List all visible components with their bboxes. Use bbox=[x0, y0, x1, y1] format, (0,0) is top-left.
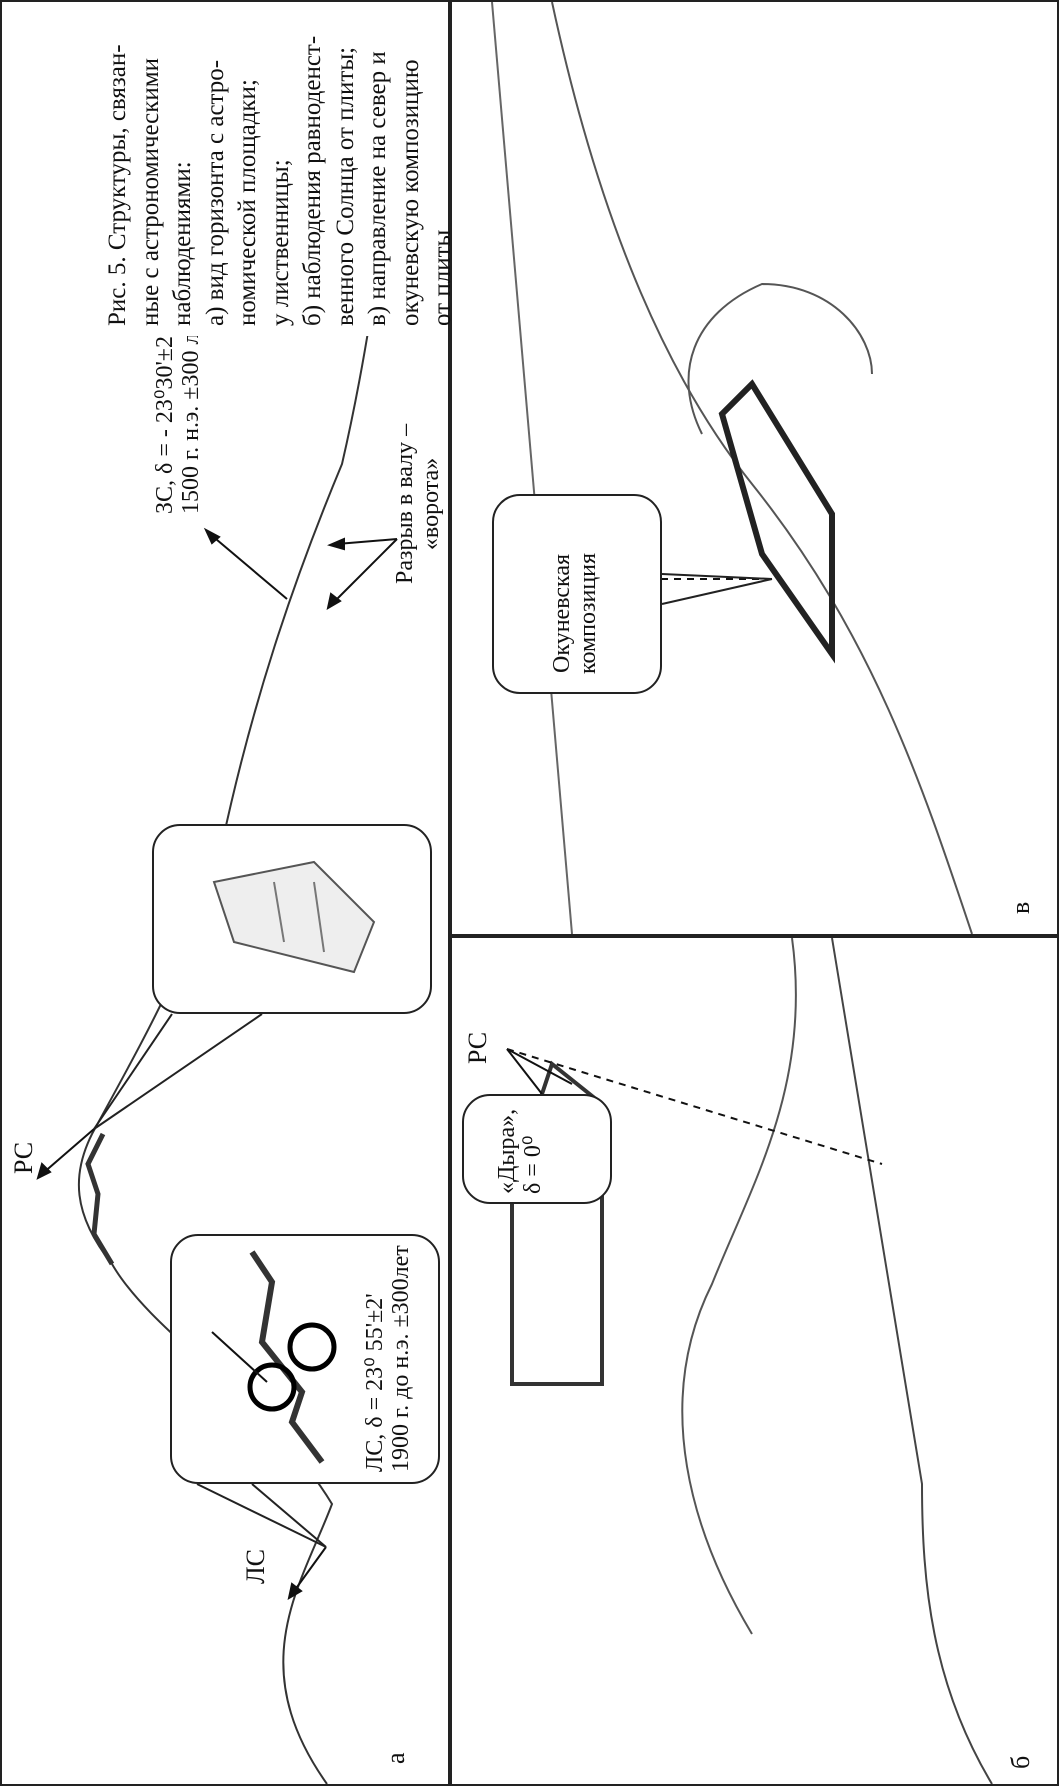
rs-arrow bbox=[42, 1129, 94, 1174]
gap-arrowhead-1 bbox=[328, 594, 340, 608]
rs-detail-drawing bbox=[154, 826, 430, 1012]
zs-arrow bbox=[210, 534, 287, 599]
dyra-label: «Дыра», δ = 0⁰ bbox=[494, 1109, 547, 1194]
figure-caption: Рис. 5. Структуры, связан- ные с астроно… bbox=[102, 36, 460, 326]
panel-b-letter: б bbox=[1007, 1756, 1036, 1769]
rs-callout-pointer-2 bbox=[94, 1014, 262, 1129]
panel-b: б РС «Дыра», δ = 0⁰ bbox=[450, 936, 1059, 1786]
panel-b-drawing bbox=[452, 938, 1057, 1784]
ls-callout-pointer-2 bbox=[197, 1484, 326, 1547]
panel-v-drawing bbox=[452, 2, 1057, 934]
gap-arrow-2 bbox=[337, 539, 397, 544]
rs-detail-callout bbox=[152, 824, 432, 1014]
panel-v: в С Окуневская композиция bbox=[450, 0, 1059, 936]
caption-box: Рис. 5. Структуры, связан- ные с астроно… bbox=[0, 0, 450, 336]
okunev-label: Окуневская композиция bbox=[549, 553, 602, 674]
rs-callout-pointer-1 bbox=[94, 1014, 172, 1129]
gap-arrowhead-2 bbox=[330, 539, 344, 549]
panel-b-rs-label: РС bbox=[464, 1032, 493, 1064]
ls-detail-label: ЛС, δ = 23⁰ 55'±2' 1900 г. до н.э. ±300л… bbox=[362, 1245, 415, 1472]
rs-arrowhead bbox=[38, 1164, 50, 1178]
panel-v-letter: в bbox=[1007, 902, 1036, 914]
gap-label: Разрыв в валу – «ворота» bbox=[392, 424, 445, 584]
ls-detail-callout: ЛС, δ = 23⁰ 55'±2' 1900 г. до н.э. ±300л… bbox=[170, 1234, 440, 1484]
panel-a-letter: а bbox=[382, 1752, 411, 1764]
dyra-callout: «Дыра», δ = 0⁰ bbox=[462, 1094, 612, 1204]
okunev-callout: Окуневская композиция bbox=[492, 494, 662, 694]
rs-label: РС bbox=[10, 1142, 39, 1174]
ls-label: ЛС bbox=[242, 1549, 271, 1584]
zs-label: ЗС, δ = - 23⁰30'±2', 1500 г. н.э. ±300 л… bbox=[152, 311, 205, 514]
ridge-rocks bbox=[88, 1134, 112, 1264]
